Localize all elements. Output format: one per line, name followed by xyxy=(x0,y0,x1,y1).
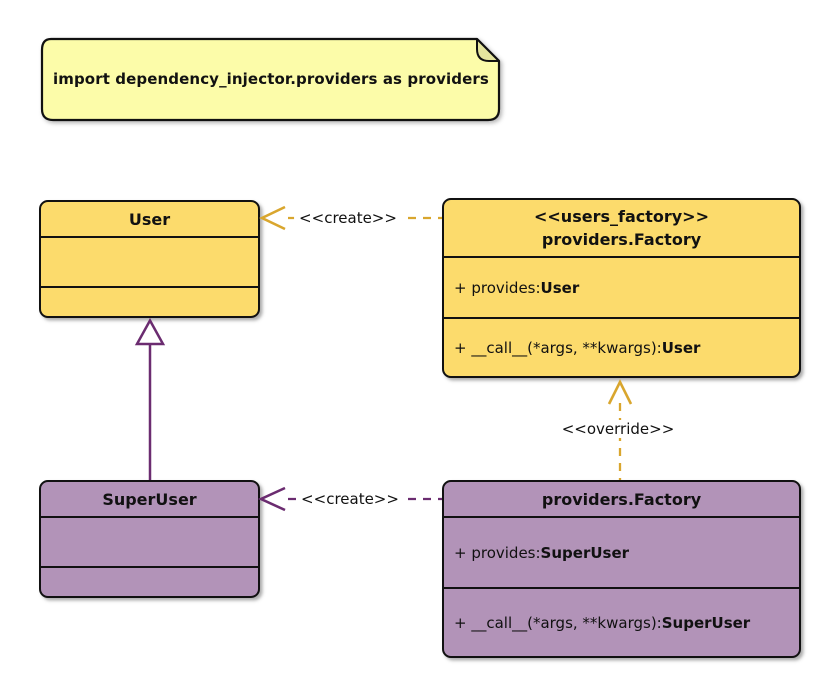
edge-label-create-user: <<create>> xyxy=(294,209,402,227)
class-name: providers.Factory xyxy=(541,489,702,509)
attribute-type: User xyxy=(540,278,580,297)
class-title-user: User xyxy=(41,202,258,238)
class-name: SuperUser xyxy=(102,489,197,509)
open-arrowhead-icon xyxy=(607,379,633,405)
edge-inheritance-superuser-user xyxy=(134,317,166,480)
attribute-text: + provides: xyxy=(454,278,541,297)
method-type: SuperUser xyxy=(661,613,751,632)
open-arrowhead-icon xyxy=(257,486,286,512)
class-methods-section-empty xyxy=(41,288,258,316)
note: import dependency_injector.providers as … xyxy=(40,37,502,123)
class-attribute-row: + provides: User xyxy=(444,258,799,319)
note-shape xyxy=(40,37,501,122)
edge-label-create-superuser: <<create>> xyxy=(296,490,404,508)
class-name: providers.Factory xyxy=(541,230,702,249)
class-box-user: User xyxy=(39,200,260,318)
class-title-users-factory: <<users_factory>> providers.Factory xyxy=(444,200,799,258)
edge-label-override: <<override>> xyxy=(556,420,680,438)
note-text: import dependency_injector.providers as … xyxy=(53,70,489,88)
class-method-row: + __call__(*args, **kwargs): SuperUser xyxy=(444,589,799,656)
class-box-users-factory: <<users_factory>> providers.Factory + pr… xyxy=(442,198,801,378)
method-text: + __call__(*args, **kwargs): xyxy=(454,338,662,357)
class-method-row: + __call__(*args, **kwargs): User xyxy=(444,319,799,376)
class-box-superuser-factory: providers.Factory + provides: SuperUser … xyxy=(442,480,801,658)
hollow-triangle-arrowhead-icon xyxy=(134,317,166,346)
folded-corner-icon xyxy=(476,38,500,62)
note-body xyxy=(40,37,501,122)
attribute-type: SuperUser xyxy=(540,543,630,562)
method-text: + __call__(*args, **kwargs): xyxy=(454,613,662,632)
class-title-superuser: SuperUser xyxy=(41,482,258,518)
open-arrowhead-icon xyxy=(258,205,286,231)
class-attributes-section-empty xyxy=(41,518,258,568)
class-box-superuser: SuperUser xyxy=(39,480,260,598)
class-attribute-row: + provides: SuperUser xyxy=(444,518,799,589)
class-stereotype: <<users_factory>> xyxy=(533,207,709,226)
class-title-superuser-factory: providers.Factory xyxy=(444,482,799,518)
class-name: User xyxy=(128,209,171,229)
method-type: User xyxy=(661,338,701,357)
attribute-text: + provides: xyxy=(454,543,541,562)
class-methods-section-empty xyxy=(41,568,258,596)
class-attributes-section-empty xyxy=(41,238,258,288)
